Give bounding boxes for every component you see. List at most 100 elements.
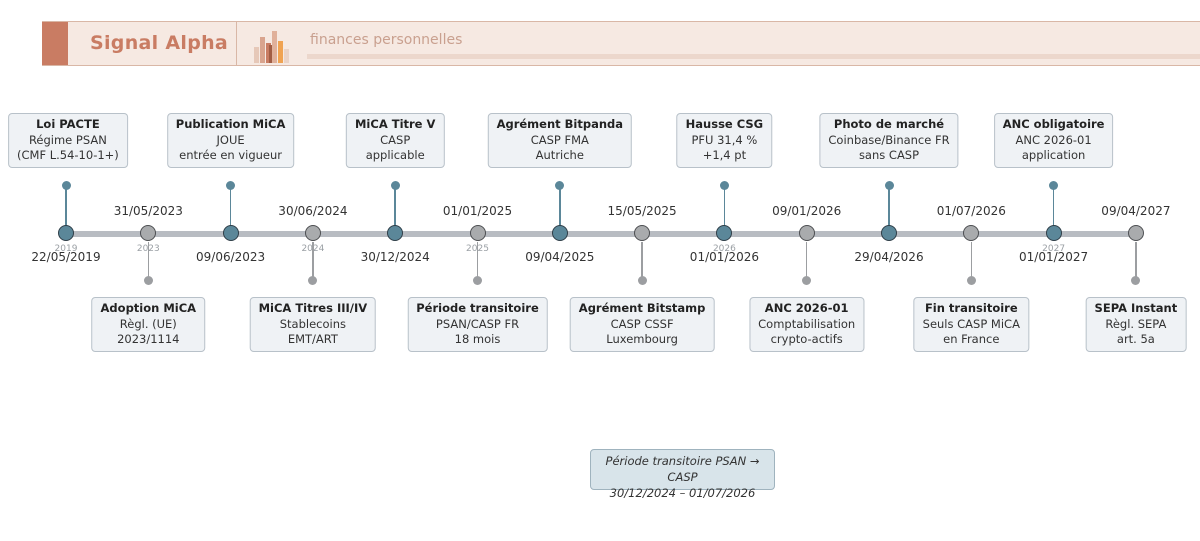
timeline-axis <box>66 231 1136 237</box>
event-title: Hausse CSG <box>685 117 764 131</box>
event-marker[interactable] <box>387 225 404 241</box>
event-title: Photo de marché <box>833 117 945 131</box>
event-marker[interactable] <box>963 225 980 241</box>
event-title: Publication MiCA <box>175 117 286 131</box>
event-title: Fin transitoire <box>924 301 1018 315</box>
event-title: MiCA Titres III/IV <box>258 301 368 315</box>
event-detail: CASP CSSF <box>610 316 674 331</box>
event-stem <box>970 242 973 281</box>
event-detail: application <box>1021 148 1086 162</box>
event-stem <box>1135 242 1137 281</box>
event-detail: JOUE <box>216 132 245 147</box>
header-rule <box>307 54 1200 59</box>
event-title: Loi PACTE <box>36 117 100 131</box>
event-stem-dot <box>473 276 482 285</box>
event-marker[interactable] <box>140 225 157 241</box>
event-detail: entrée en vigueur <box>179 148 283 162</box>
event-detail: sans CASP <box>858 148 920 162</box>
event-date: 30/06/2024 <box>278 204 348 218</box>
event-year-label: 2023 <box>136 244 160 254</box>
event-marker[interactable] <box>881 225 897 241</box>
event-detail: Règl. SEPA <box>1105 316 1167 331</box>
event-marker[interactable] <box>798 225 815 241</box>
event-marker[interactable] <box>58 225 74 241</box>
event-title: ANC 2026-01 <box>764 301 849 315</box>
event-detail: Autriche <box>535 148 584 162</box>
event-detail: EMT/ART <box>287 332 338 346</box>
event-detail: 2023/1114 <box>117 332 180 346</box>
event-date: 01/01/2026 <box>689 250 759 264</box>
event-detail: (CMF L.54-10-1+) <box>17 148 119 162</box>
event-stem <box>476 242 479 281</box>
event-stem <box>805 242 808 281</box>
event-marker[interactable] <box>1045 225 1062 241</box>
event-date: 15/05/2025 <box>607 204 677 218</box>
event-detail: en France <box>943 332 1000 346</box>
event-detail: Coinbase/Binance FR <box>828 132 950 147</box>
event-detail: +1,4 pt <box>702 148 747 162</box>
event-stem-dot <box>966 276 976 285</box>
event-date: 09/01/2026 <box>772 204 842 218</box>
event-detail: art. 5a <box>1116 332 1155 346</box>
event-detail: CASP FMA <box>530 132 589 147</box>
event-title: Adoption MiCA <box>100 301 197 315</box>
event-date: 01/01/2027 <box>1019 250 1089 264</box>
event-marker[interactable] <box>634 225 651 241</box>
event-marker[interactable] <box>469 225 486 241</box>
event-stem <box>147 242 150 281</box>
event-marker[interactable] <box>551 225 568 241</box>
event-year-label: 2027 <box>1042 244 1066 254</box>
note-title: Période transitoire PSAN → CASP <box>605 454 760 484</box>
event-marker[interactable] <box>304 225 321 241</box>
event-year-label: 2025 <box>466 244 489 254</box>
event-stem-dot <box>143 276 153 285</box>
event-stem-dot <box>1049 181 1059 190</box>
event-title: MiCA Titre V <box>354 117 436 131</box>
event-detail: 18 mois <box>454 332 501 346</box>
event-stem-dot <box>802 276 812 285</box>
event-year-label: 2019 <box>54 244 78 254</box>
event-stem <box>888 186 890 226</box>
event-detail: Comptabilisation <box>758 316 856 331</box>
header-tagline: finances personnelles <box>310 32 463 48</box>
event-marker[interactable] <box>1127 225 1144 241</box>
event-detail: Seuls CASP MiCA <box>922 316 1020 331</box>
event-stem-dot <box>1131 276 1141 285</box>
event-date: 09/06/2023 <box>196 250 266 264</box>
event-marker[interactable] <box>222 225 239 241</box>
event-detail: Règl. (UE) <box>119 316 177 331</box>
event-date: 09/04/2027 <box>1101 204 1171 218</box>
event-detail: applicable <box>365 148 425 162</box>
brand-name: Signal Alpha <box>90 32 229 54</box>
event-stem <box>723 186 726 226</box>
event-date: 22/05/2019 <box>31 250 101 264</box>
bar-chart-logo-icon <box>254 31 289 63</box>
event-date: 01/01/2025 <box>442 204 513 218</box>
event-stem-dot <box>637 276 647 285</box>
event-detail: CASP <box>380 132 411 147</box>
event-year-label: 2026 <box>712 244 736 254</box>
event-stem-dot <box>555 181 565 190</box>
header-separator <box>236 22 237 65</box>
event-marker[interactable] <box>716 225 733 241</box>
event-stem-dot <box>719 181 729 190</box>
event-title: Période transitoire <box>416 301 539 315</box>
event-title: SEPA Instant <box>1094 301 1178 315</box>
event-stem-dot <box>61 181 71 190</box>
event-detail: PFU 31,4 % <box>691 132 758 147</box>
event-stem <box>312 242 314 281</box>
